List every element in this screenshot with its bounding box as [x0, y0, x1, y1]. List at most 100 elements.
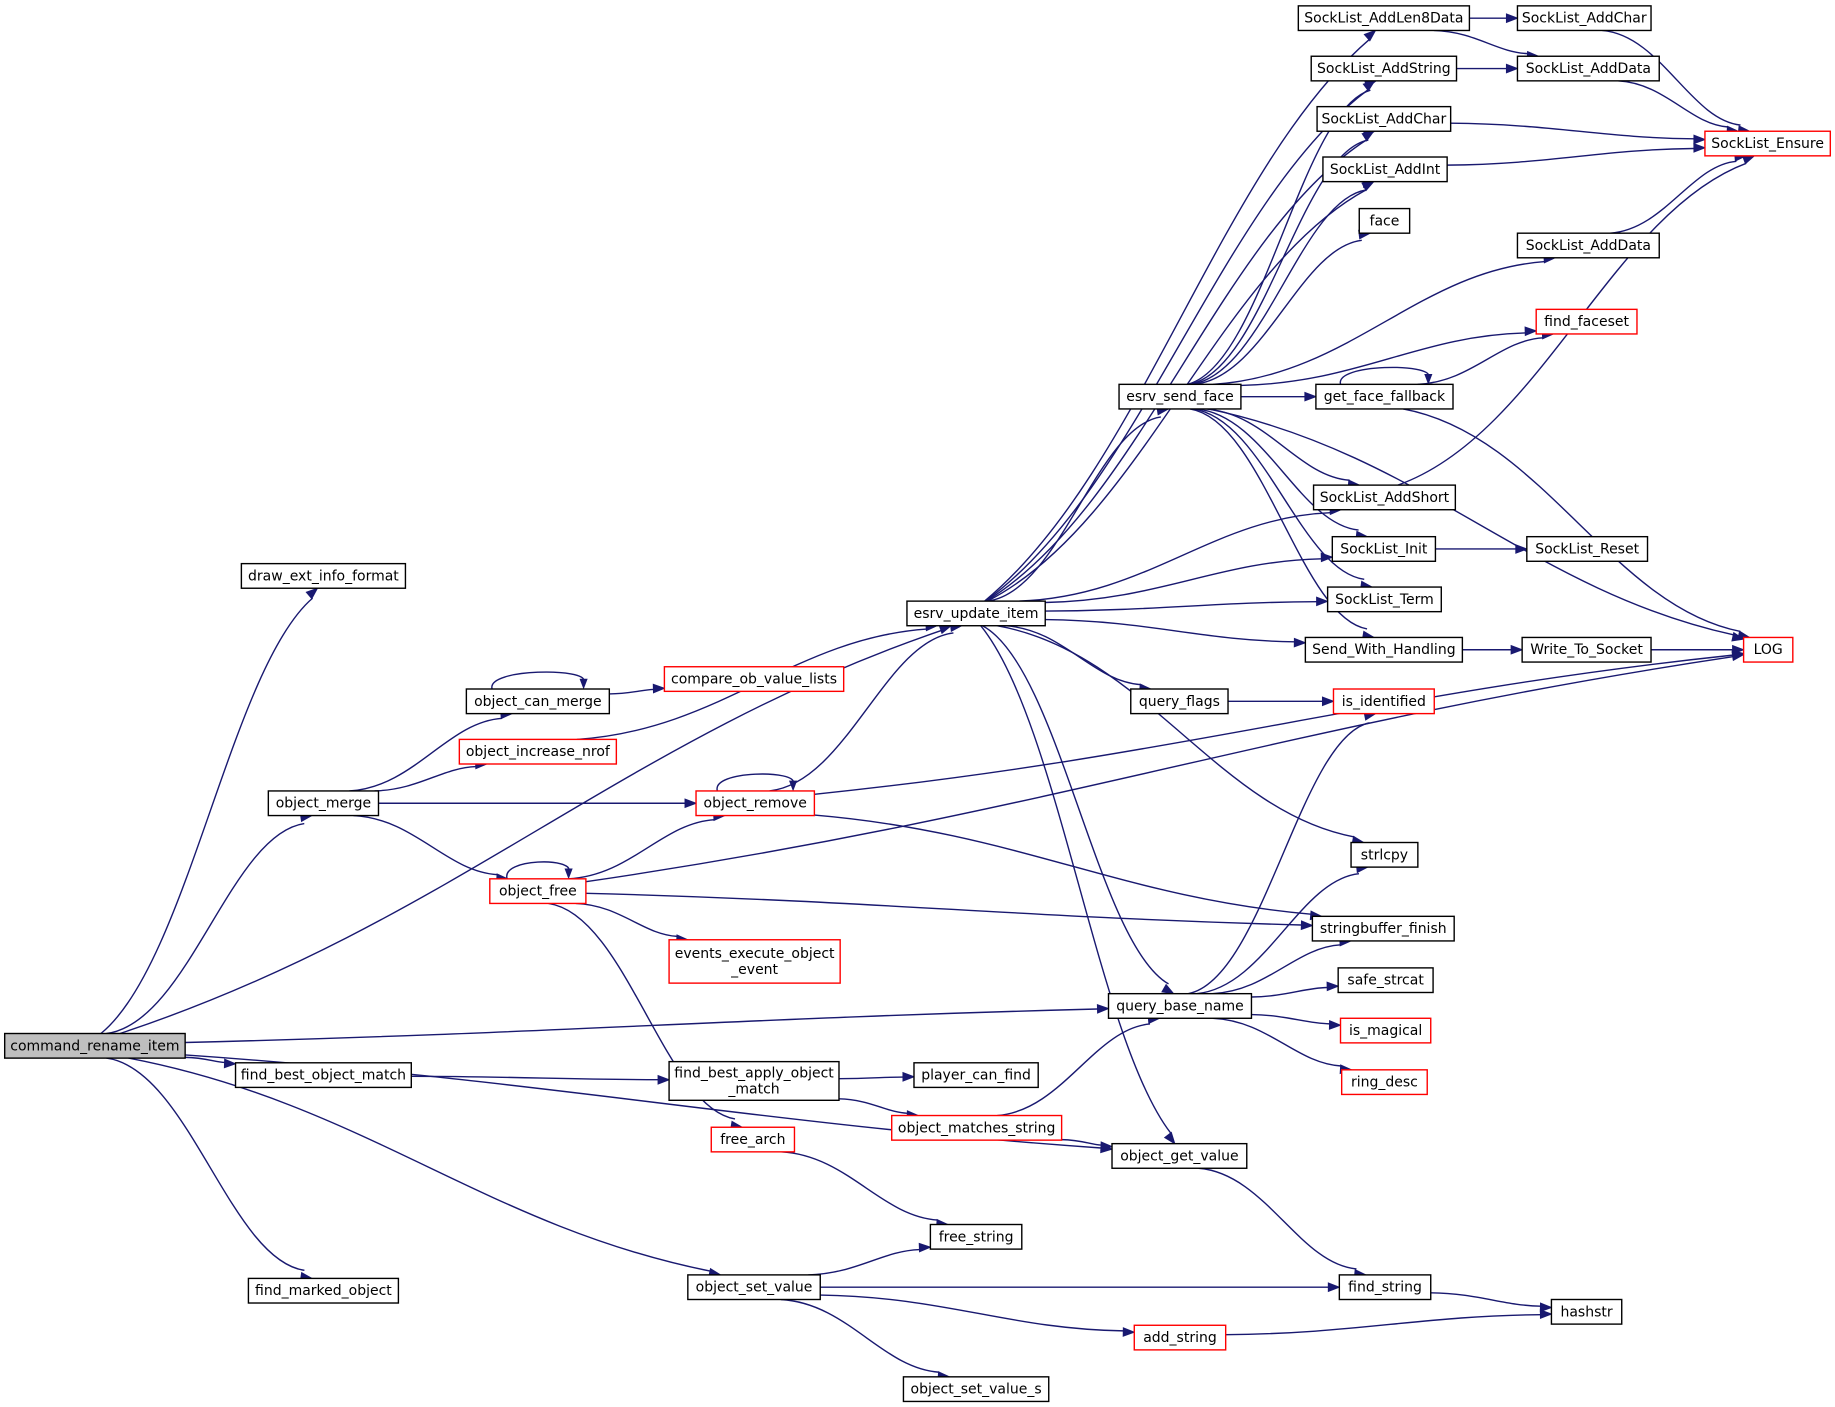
- node-box: [1339, 1017, 1432, 1044]
- edge-command_rename_item-to-draw_ext_info_format: [100, 587, 319, 1035]
- node-hashstr[interactable]: hashstr: [1550, 1298, 1623, 1325]
- edge-object_can_merge-to-object_can_merge: [491, 671, 588, 690]
- node-SockList-Term[interactable]: SockList_Term: [1326, 586, 1442, 613]
- node-Send-With-Handling[interactable]: Send_With_Handling: [1304, 636, 1464, 663]
- node-draw-ext-info-format[interactable]: draw_ext_info_format: [240, 562, 407, 589]
- node-box: [1704, 130, 1832, 157]
- edge-line: [1190, 189, 1367, 386]
- node-SockList-AddData-a[interactable]: SockList_AddData: [1516, 55, 1660, 82]
- node-label: SockList_AddChar: [1522, 11, 1647, 27]
- node-box: [1133, 1324, 1227, 1351]
- edge-command_rename_item-to-find_best_object_match: [185, 1056, 237, 1069]
- node-find-best-object-match[interactable]: find_best_object_match: [234, 1062, 412, 1089]
- edge-arrowhead: [1321, 696, 1335, 707]
- edge-arrowhead: [1741, 155, 1756, 165]
- node-SockList-AddLen8Data[interactable]: SockList_AddLen8Data: [1297, 5, 1471, 32]
- edge-line: [106, 822, 305, 1035]
- node-get-face-fallback[interactable]: get_face_fallback: [1315, 383, 1454, 410]
- edge-object_set_value-to-find_string: [820, 1282, 1341, 1293]
- node-strlcpy[interactable]: strlcpy: [1350, 841, 1419, 868]
- node-SockList-Reset[interactable]: SockList_Reset: [1526, 535, 1649, 562]
- node-box: [1550, 1298, 1623, 1325]
- node-label: find_best_object_match: [241, 1068, 406, 1084]
- node-esrv-send-face[interactable]: esrv_send_face: [1118, 383, 1242, 410]
- node-object-matches-string[interactable]: object_matches_string: [891, 1114, 1063, 1141]
- node-free-string[interactable]: free_string: [929, 1223, 1023, 1250]
- node-ring-desc[interactable]: ring_desc: [1340, 1069, 1428, 1096]
- node-label: find_string: [1348, 1280, 1422, 1296]
- node-SockList-AddShort[interactable]: SockList_AddShort: [1312, 484, 1457, 511]
- node-box: [663, 666, 845, 693]
- node-find-best-apply-object-match[interactable]: find_best_apply_object_match: [668, 1060, 840, 1101]
- node-SockList-AddInt[interactable]: SockList_AddInt: [1322, 156, 1448, 183]
- edge-line: [1212, 944, 1341, 995]
- node-label: is_magical: [1349, 1023, 1422, 1039]
- node-SockList-AddChar-b[interactable]: SockList_AddChar: [1516, 5, 1652, 32]
- edge-arrowhead: [1505, 13, 1519, 24]
- edge-arrowhead: [938, 624, 953, 635]
- node-safe-strcat[interactable]: safe_strcat: [1337, 967, 1434, 994]
- node-SockList-Init[interactable]: SockList_Init: [1331, 535, 1437, 562]
- node-box: [240, 562, 407, 589]
- edge-line: [491, 671, 585, 690]
- node-label: draw_ext_info_format: [248, 568, 399, 584]
- node-events-execute-object-event[interactable]: events_execute_object_event: [668, 939, 841, 984]
- node-compare-ob-value-lists[interactable]: compare_ob_value_lists: [663, 666, 845, 693]
- edge-line: [1225, 1314, 1541, 1336]
- node-box: [3, 1032, 186, 1059]
- node-LOG[interactable]: LOG: [1742, 636, 1794, 663]
- edge-arrowhead: [1096, 1003, 1110, 1014]
- node-box: [891, 1114, 1063, 1141]
- node-label: free_string: [939, 1229, 1014, 1245]
- node-object-set-value-s[interactable]: object_set_value_s: [902, 1376, 1050, 1403]
- node-player-can-find[interactable]: player_can_find: [913, 1062, 1039, 1089]
- node-query-base-name[interactable]: query_base_name: [1107, 992, 1253, 1019]
- node-free-arch[interactable]: free_arch: [710, 1126, 796, 1153]
- edge-find_best_object_match-to-find_best_apply_object_match: [411, 1074, 671, 1085]
- node-box: [1310, 55, 1458, 82]
- edges-layer: [100, 13, 1756, 1381]
- edge-SockList_AddData_b-to-SockList_Ensure: [1609, 151, 1748, 234]
- node-SockList-AddData-b[interactable]: SockList_AddData: [1516, 232, 1660, 259]
- node-box: [1111, 1142, 1248, 1169]
- edge-free_arch-to-free_string: [781, 1151, 950, 1229]
- node-SockList-AddString[interactable]: SockList_AddString: [1310, 55, 1458, 82]
- node-label: Write_To_Socket: [1530, 642, 1643, 658]
- node-Write-To-Socket[interactable]: Write_To_Socket: [1521, 636, 1652, 663]
- edge-line: [1196, 872, 1360, 995]
- edge-query_flags-to-is_identified: [1228, 696, 1335, 707]
- edge-arrowhead: [1539, 1309, 1553, 1320]
- node-face[interactable]: face: [1358, 207, 1411, 234]
- node-query-flags[interactable]: query_flags: [1130, 688, 1229, 715]
- node-label: player_can_find: [921, 1068, 1031, 1084]
- node-box: [1535, 308, 1638, 335]
- edge-line: [996, 625, 1355, 838]
- node-object-can-merge[interactable]: object_can_merge: [465, 688, 611, 715]
- node-add-string[interactable]: add_string: [1133, 1324, 1227, 1351]
- node-find-marked-object[interactable]: find_marked_object: [247, 1277, 400, 1304]
- node-is-identified[interactable]: is_identified: [1332, 688, 1435, 715]
- node-esrv-update-item[interactable]: esrv_update_item: [906, 600, 1046, 627]
- edge-line: [984, 39, 1370, 602]
- edge-object_free-to-object_remove: [568, 811, 727, 880]
- node-object-get-value[interactable]: object_get_value: [1111, 1142, 1248, 1169]
- node-is-magical[interactable]: is_magical: [1339, 1017, 1432, 1044]
- node-object-set-value[interactable]: object_set_value: [687, 1274, 821, 1301]
- node-stringbuffer-finish[interactable]: stringbuffer_finish: [1311, 915, 1455, 942]
- node-object-remove[interactable]: object_remove: [695, 790, 816, 817]
- node-find-faceset[interactable]: find_faceset: [1535, 308, 1638, 335]
- nodes-layer: command_rename_itemdraw_ext_info_formate…: [3, 5, 1832, 1403]
- node-box: [1316, 105, 1452, 132]
- node-SockList-AddChar-a[interactable]: SockList_AddChar: [1316, 105, 1452, 132]
- node-find-string[interactable]: find_string: [1338, 1274, 1432, 1301]
- edge-line: [1433, 29, 1528, 55]
- node-object-free[interactable]: object_free: [489, 878, 587, 905]
- node-SockList-Ensure[interactable]: SockList_Ensure: [1704, 130, 1832, 157]
- node-box: [1322, 156, 1448, 183]
- edge-arrowhead: [1300, 920, 1314, 931]
- node-label: esrv_update_item: [914, 606, 1039, 622]
- node-object-merge[interactable]: object_merge: [267, 790, 380, 817]
- edge-arrowhead: [1316, 596, 1330, 607]
- edge-line: [808, 1248, 920, 1276]
- node-object-increase-nrof[interactable]: object_increase_nrof: [458, 738, 618, 765]
